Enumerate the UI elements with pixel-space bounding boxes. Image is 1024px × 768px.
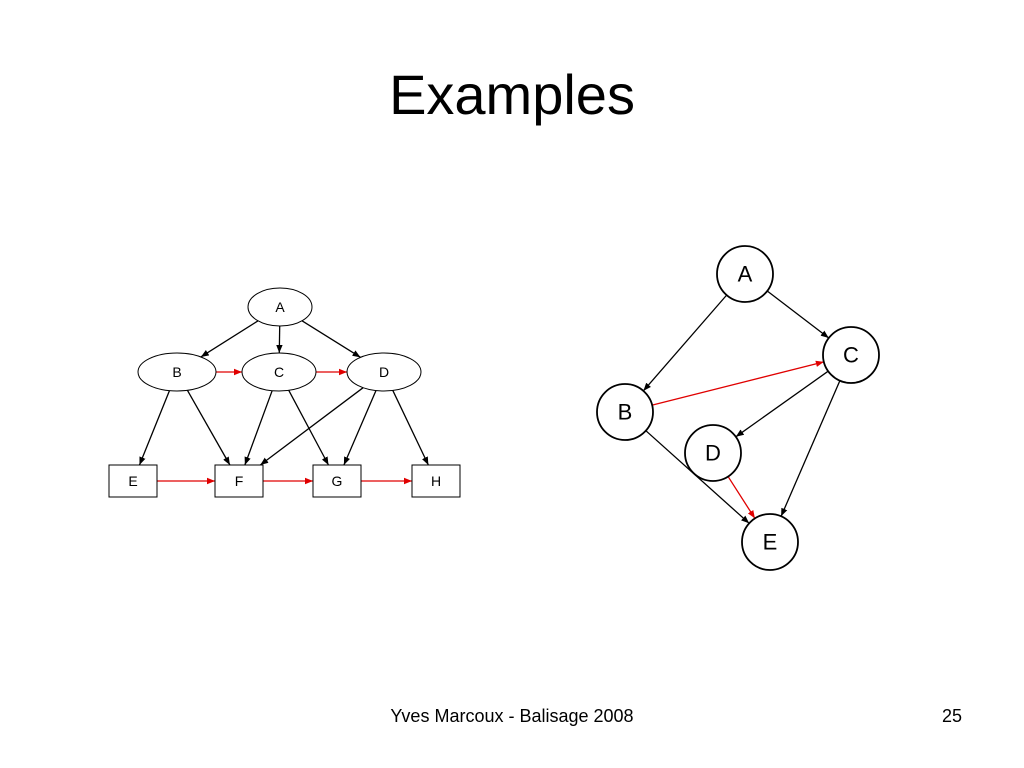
- left-node-h-shape: [411, 464, 461, 498]
- right-node-d-label: D: [705, 441, 721, 466]
- left-node-h-label: H: [431, 473, 441, 489]
- right-node-b: B: [596, 383, 654, 441]
- left-node-d-shape: [346, 352, 422, 392]
- right-node-c: C: [822, 326, 880, 384]
- right-edge-c-e: [780, 380, 841, 517]
- left-node-b: B: [137, 352, 217, 392]
- left-node-g-label: G: [332, 473, 343, 489]
- right-edge-d-e: [727, 476, 756, 519]
- left-node-c: C: [241, 352, 317, 392]
- right-node-e: E: [741, 513, 799, 571]
- left-node-f: F: [214, 464, 264, 498]
- left-edge-b-f: [186, 389, 231, 466]
- left-node-g: G: [312, 464, 362, 498]
- left-graph: A B C D E F G H: [108, 287, 461, 498]
- left-edge-b-e: [138, 390, 171, 466]
- right-node-a-shape: [716, 245, 774, 303]
- right-node-c-label: C: [843, 343, 859, 368]
- footer-text: Yves Marcoux - Balisage 2008: [390, 706, 634, 726]
- left-node-c-shape: [241, 352, 317, 392]
- left-node-b-label: B: [172, 364, 181, 380]
- left-node-a: A: [247, 287, 313, 327]
- left-node-f-label: F: [235, 473, 244, 489]
- slide-title: Examples: [389, 63, 635, 126]
- left-node-a-shape: [247, 287, 313, 327]
- right-node-a: A: [716, 245, 774, 303]
- page-number: 25: [941, 706, 962, 726]
- left-edge-a-d: [301, 320, 361, 358]
- right-edge-c-d: [735, 370, 829, 438]
- left-edge-d-h: [392, 390, 429, 466]
- right-edge-a-b: [642, 294, 728, 392]
- left-node-d: D: [346, 352, 422, 392]
- right-node-a-label: A: [738, 262, 753, 287]
- left-edge-c-g: [288, 390, 330, 466]
- right-node-d: D: [684, 424, 742, 482]
- right-node-e-shape: [741, 513, 799, 571]
- right-node-e-label: E: [763, 530, 778, 555]
- right-node-b-label: B: [618, 400, 633, 425]
- right-node-b-shape: [596, 383, 654, 441]
- right-node-d-shape: [684, 424, 742, 482]
- left-node-d-label: D: [379, 364, 389, 380]
- left-node-e-label: E: [128, 473, 137, 489]
- left-edge-d-g: [343, 390, 377, 466]
- right-graph: A B C D E: [596, 245, 880, 571]
- left-node-e-shape: [108, 464, 158, 498]
- right-node-c-shape: [822, 326, 880, 384]
- left-edge-a-b: [200, 320, 259, 358]
- right-edge-b-c: [651, 360, 825, 406]
- left-node-g-shape: [312, 464, 362, 498]
- right-edge-a-c: [766, 290, 830, 339]
- left-node-f-shape: [214, 464, 264, 498]
- left-edge-d-f: [259, 387, 364, 466]
- left-node-b-shape: [137, 352, 217, 392]
- left-node-e: E: [108, 464, 158, 498]
- left-node-c-label: C: [274, 364, 284, 380]
- left-edge-c-f: [244, 390, 273, 466]
- left-node-h: H: [411, 464, 461, 498]
- left-node-a-label: A: [275, 299, 285, 315]
